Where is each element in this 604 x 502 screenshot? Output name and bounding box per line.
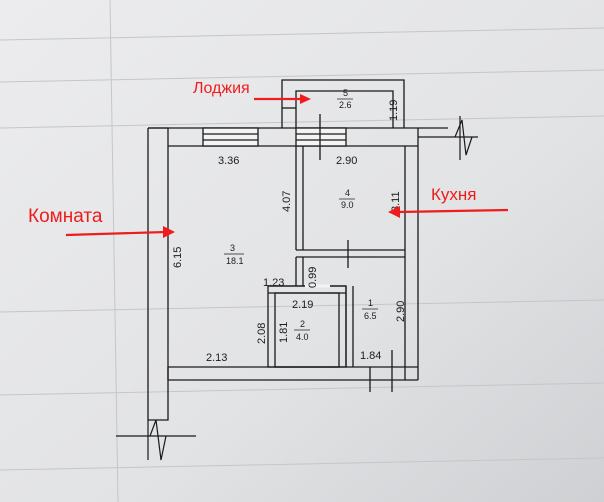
room-1-area: 6.5: [364, 311, 377, 321]
dim-room-top-width: 3.36: [218, 155, 239, 167]
annotation-loggia: Лоджия: [193, 80, 250, 97]
room-4-number: 4: [345, 188, 350, 198]
dim-corridor-gap: 0.99: [307, 267, 319, 288]
dim-kitchen-height: 4.07: [281, 191, 293, 212]
annotations: Лоджия Комната Кухня: [28, 80, 509, 238]
dim-bottom-left-width: 2.13: [206, 352, 227, 364]
arrow-kitchen-head: [388, 206, 400, 218]
room-labels: 1 6.5 2 4.0 3 18.1 4 9.0 5 2.6: [224, 88, 378, 342]
room-3-number: 3: [230, 243, 235, 253]
arrow-kitchen: [397, 208, 509, 214]
room-5-number: 5: [343, 88, 348, 98]
room-3-area: 18.1: [226, 256, 244, 266]
dim-kitchen-top-width: 2.90: [336, 155, 357, 167]
room-2-area: 4.0: [296, 332, 309, 342]
dim-bottom-right-width: 1.84: [360, 350, 381, 362]
arrow-room-head: [163, 226, 175, 238]
dim-bath-width: 2.19: [292, 299, 313, 311]
dim-room-height: 6.15: [172, 247, 184, 268]
dim-hall-height: 2.90: [395, 301, 407, 322]
break-marks: [116, 116, 478, 461]
annotation-kitchen: Кухня: [431, 185, 477, 204]
room-1-label: 1 6.5: [362, 298, 378, 321]
room-5-area: 2.6: [339, 100, 352, 110]
walls: [147, 79, 448, 421]
arrow-loggia-head: [300, 94, 311, 104]
room-3-label: 3 18.1: [224, 243, 244, 266]
room-1-number: 1: [368, 298, 373, 308]
room-4-area: 9.0: [341, 200, 354, 210]
dim-corridor-width: 1.23: [263, 277, 284, 289]
room-4-label: 4 9.0: [339, 188, 355, 210]
annotation-room: Комната: [28, 206, 103, 227]
room-2-number: 2: [300, 319, 305, 329]
dim-loggia-height: 1.19: [388, 100, 400, 121]
room-5-label: 5 2.6: [337, 88, 353, 110]
arrow-room: [65, 230, 167, 237]
room-2-label: 2 4.0: [294, 319, 310, 342]
dim-bath-outer-height: 2.08: [256, 323, 268, 344]
dim-bath-inner-height: 1.81: [278, 322, 290, 343]
